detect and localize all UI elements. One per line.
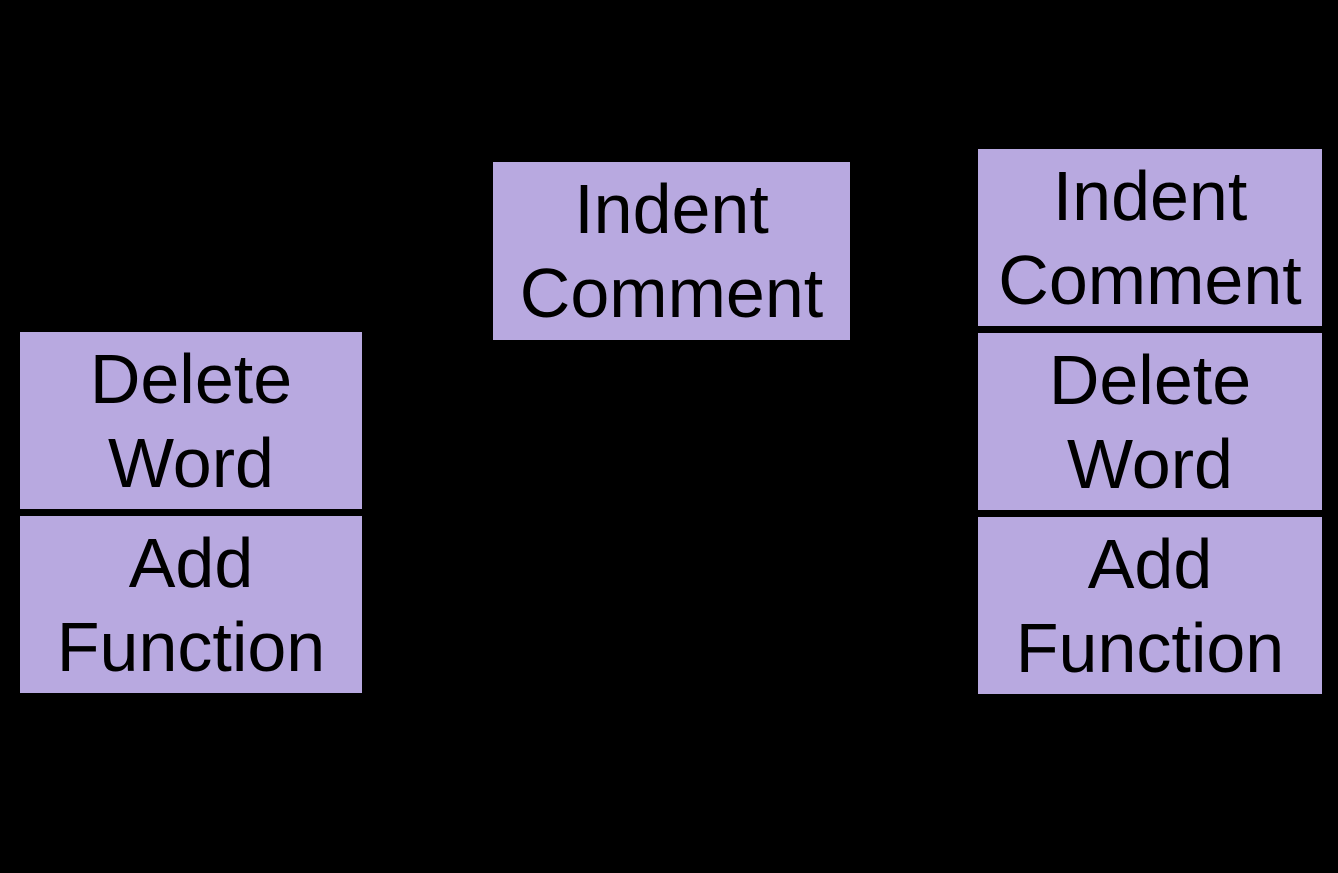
box-label: Delete Word: [89, 339, 293, 502]
right-stack: Indent Comment Delete Word Add Function: [978, 149, 1322, 694]
right-stack-box-delete-word: Delete Word: [978, 333, 1322, 510]
box-label: Delete Word: [1048, 340, 1252, 503]
box-label: Add Function: [56, 523, 326, 686]
center-box-indent-comment: Indent Comment: [493, 162, 850, 340]
left-stack-box-delete-word: Delete Word: [20, 332, 362, 509]
right-stack-box-indent-comment: Indent Comment: [978, 149, 1322, 326]
left-stack: Delete Word Add Function: [20, 332, 362, 693]
box-label: Indent Comment: [519, 170, 824, 332]
right-stack-box-add-function: Add Function: [978, 517, 1322, 694]
left-stack-box-add-function: Add Function: [20, 516, 362, 693]
box-label: Add Function: [1015, 524, 1285, 687]
box-label: Indent Comment: [998, 156, 1302, 319]
